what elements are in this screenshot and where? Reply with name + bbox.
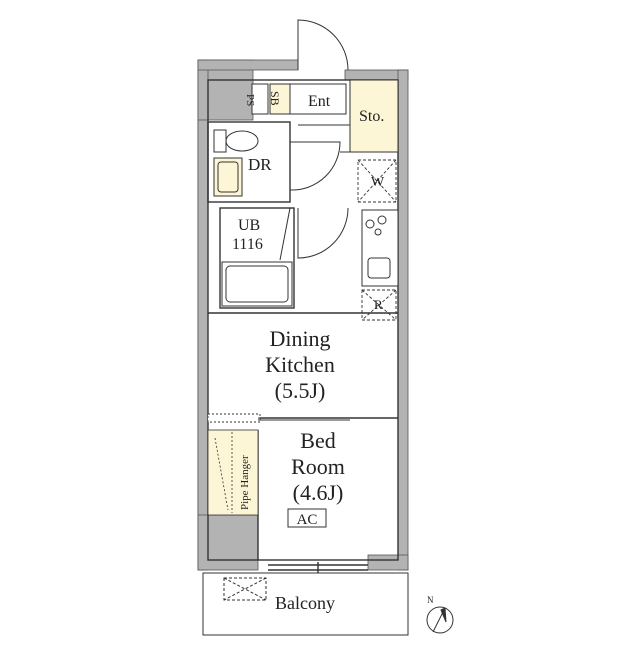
closet xyxy=(207,429,259,516)
door-swings xyxy=(279,19,358,261)
interior-walls xyxy=(207,79,399,573)
balcony xyxy=(202,572,409,636)
label-north: N xyxy=(427,595,434,605)
label-sb: SB xyxy=(268,91,282,106)
sliding-door xyxy=(207,413,398,423)
label-pipe-hanger: Pipe Hanger xyxy=(239,455,251,510)
fridge-box xyxy=(361,289,397,321)
label-ac: AC xyxy=(297,512,318,528)
kitchen-counter xyxy=(361,209,399,287)
ac-box xyxy=(287,508,327,528)
label-bed-room-1: Bed xyxy=(300,428,335,453)
storage-area xyxy=(349,79,399,153)
label-dining-kitchen-1: Dining xyxy=(269,326,330,351)
label-ub: UB xyxy=(238,217,260,234)
toilet-fixture xyxy=(213,129,259,197)
label-storage: Sto. xyxy=(359,108,384,125)
label-ps: PS xyxy=(244,94,256,106)
label-dr: DR xyxy=(248,155,272,174)
label-dining-kitchen-3: (5.5J) xyxy=(275,378,326,403)
structural-walls xyxy=(197,59,409,571)
bathtub xyxy=(221,261,293,307)
label-dining-kitchen-2: Kitchen xyxy=(265,352,335,377)
washer-box xyxy=(357,159,397,203)
label-washer: W xyxy=(371,175,385,190)
label-bed-room-2: Room xyxy=(291,454,345,479)
label-balcony: Balcony xyxy=(275,593,335,613)
ps-sb-boxes xyxy=(251,83,347,115)
label-fridge: R xyxy=(374,297,383,312)
label-bed-room-3: (4.6J) xyxy=(293,480,344,505)
label-ent: Ent xyxy=(308,93,331,110)
label-ub-size: 1116 xyxy=(232,236,263,253)
compass-icon xyxy=(426,606,454,634)
